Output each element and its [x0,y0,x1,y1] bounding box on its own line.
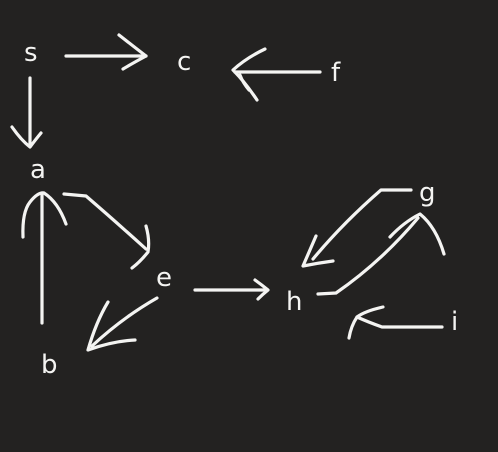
node-b: b [41,350,58,380]
edge-b-to-a [21,191,68,325]
node-c: c [177,47,191,77]
edge-a-to-e [62,192,151,270]
edge-g-to-h [301,188,413,268]
edge-f-to-c [231,47,322,102]
edge-s-to-a [10,76,43,149]
node-i: i [451,307,458,337]
edge-s-to-c [64,33,148,71]
node-labels: s c f a g e h i b [24,38,458,380]
node-f: f [331,58,341,88]
edge-i-to-h [347,305,444,340]
node-e: e [156,263,172,293]
node-s: s [24,38,38,68]
node-g: g [419,178,436,208]
edge-e-to-h [193,278,270,301]
edges [10,33,446,352]
node-a: a [30,155,46,185]
edge-h-to-g [316,212,446,296]
node-h: h [286,287,302,317]
edge-e-to-b [86,296,159,352]
